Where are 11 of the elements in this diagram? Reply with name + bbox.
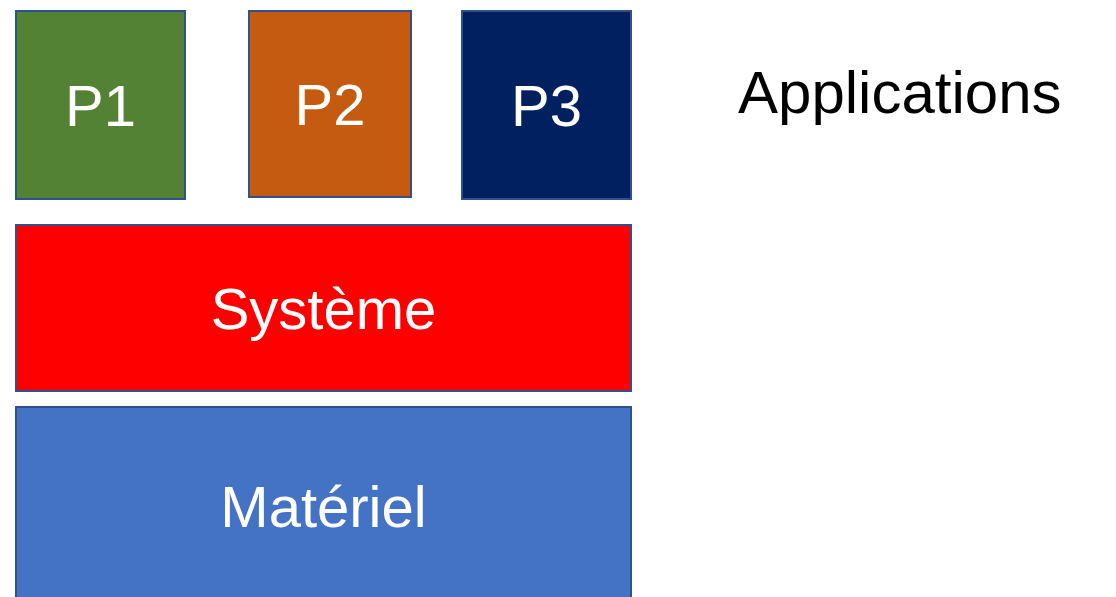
layer-caption: Applications	[738, 58, 1062, 127]
layer-label: P1	[65, 71, 136, 139]
layer-label: Matériel	[220, 472, 427, 540]
process-block	[248, 10, 412, 198]
process-block	[15, 10, 186, 200]
hardware-layer	[15, 406, 632, 597]
layer-label: P2	[294, 70, 366, 138]
layer-label: Système	[210, 274, 437, 342]
process-block	[461, 10, 632, 200]
layer-label: P3	[511, 71, 582, 139]
system-layer	[15, 224, 632, 392]
